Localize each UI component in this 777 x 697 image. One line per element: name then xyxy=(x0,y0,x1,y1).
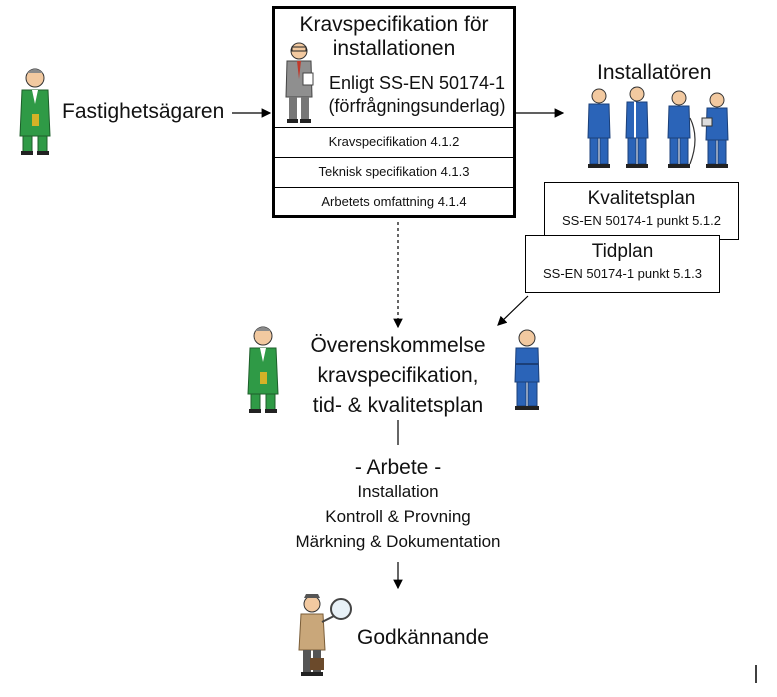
quality-plan-title: Kvalitetsplan xyxy=(587,188,696,209)
agreement-owner-figure-icon xyxy=(247,326,279,413)
spec-tender-line: (förfrågningsunderlag) xyxy=(328,96,506,116)
spec-standard-line: Enligt SS-EN 50174-1 xyxy=(328,73,506,93)
spec-row-scope: Arbetets omfattning 4.1.4 xyxy=(275,187,513,217)
spec-header: Kravspecifikation för installationen Enl… xyxy=(275,9,513,127)
work-heading: - Arbete - xyxy=(354,456,442,479)
consultant-figure-icon xyxy=(285,42,314,123)
agreement-line2: kravspecifikation, xyxy=(317,364,479,387)
owner-label: Fastighetsägaren xyxy=(62,100,225,123)
plans-to-agreement-arrow xyxy=(497,295,529,326)
approval-label: Godkännande xyxy=(357,626,489,649)
agreement-line1: Överenskommelse xyxy=(310,334,486,357)
agreement-installer-figure-icon xyxy=(514,329,540,410)
time-plan-ref: SS-EN 50174-1 punkt 5.1.3 xyxy=(543,266,702,281)
installer-label: Installatören xyxy=(597,61,712,84)
work-item-testing: Kontroll & Provning xyxy=(325,507,471,526)
spec-title-line1: Kravspecifikation för xyxy=(299,13,489,36)
agreement-line3: tid- & kvalitetsplan xyxy=(312,394,484,417)
spec-row-requirement: Kravspecifikation 4.1.2 xyxy=(275,127,513,157)
inspector-magnifier-figure-icon xyxy=(298,594,352,676)
work-item-installation: Installation xyxy=(357,482,439,501)
spec-title-line2: installationen xyxy=(332,37,456,60)
work-item-documentation: Märkning & Dokumentation xyxy=(295,532,501,551)
quality-plan-box: Kvalitetsplan SS-EN 50174-1 punkt 5.1.2 xyxy=(544,182,739,240)
quality-plan-ref: SS-EN 50174-1 punkt 5.1.2 xyxy=(562,213,721,228)
time-plan-title: Tidplan xyxy=(591,241,654,262)
spec-row-technical: Teknisk specifikation 4.1.3 xyxy=(275,157,513,187)
time-plan-box: Tidplan SS-EN 50174-1 punkt 5.1.3 xyxy=(525,235,720,293)
owner-figure-icon xyxy=(19,68,51,155)
requirement-spec-box: Kravspecifikation för installationen Enl… xyxy=(272,6,516,218)
installer-team-icon xyxy=(587,86,729,168)
